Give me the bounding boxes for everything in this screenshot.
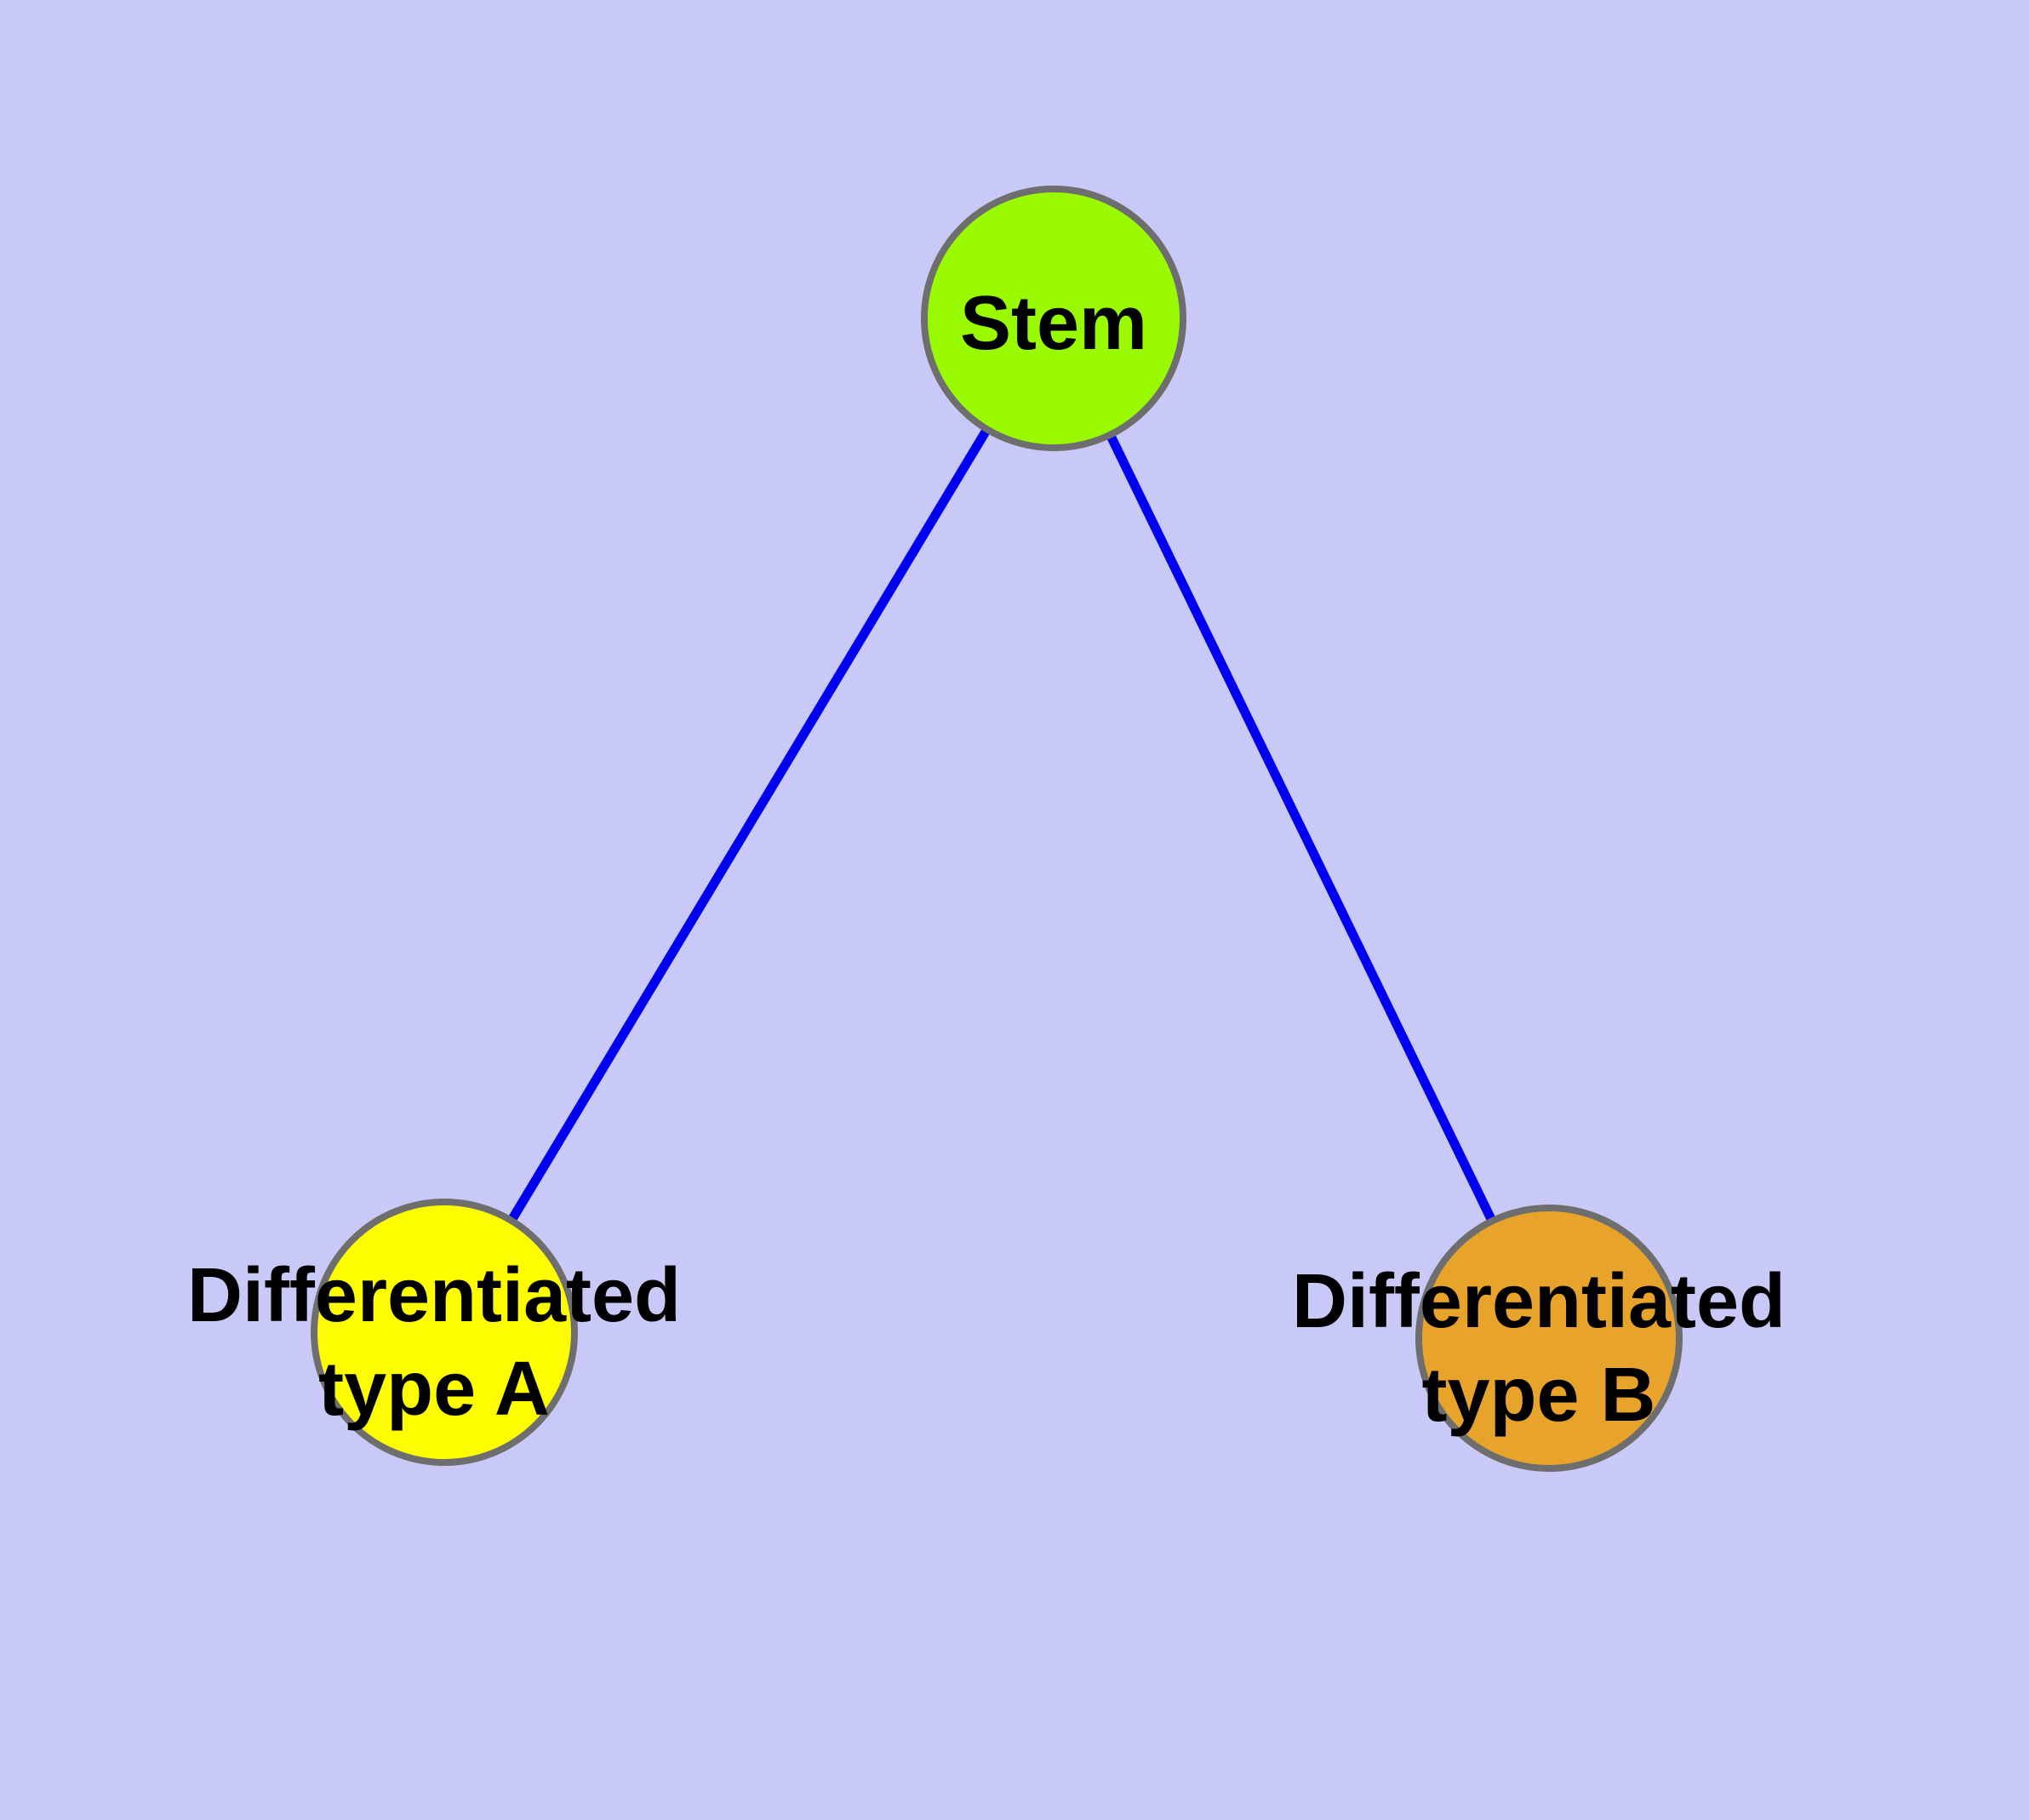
node-differentiated-type-a: [311, 1199, 578, 1466]
node-stem-label: Stem: [960, 281, 1147, 366]
node-type-a-label-line2: type A: [318, 1347, 550, 1432]
edge-stem-to-type-a: [440, 316, 1058, 1335]
node-stem: [921, 186, 1186, 451]
node-differentiated-type-b: [1415, 1205, 1683, 1472]
edge-stem-to-type-b: [1049, 316, 1553, 1341]
node-type-a-label-line1: Differentiated: [187, 1253, 681, 1338]
node-type-b-label-line1: Differentiated: [1292, 1259, 1786, 1344]
node-type-b-label-line2: type B: [1421, 1353, 1655, 1438]
